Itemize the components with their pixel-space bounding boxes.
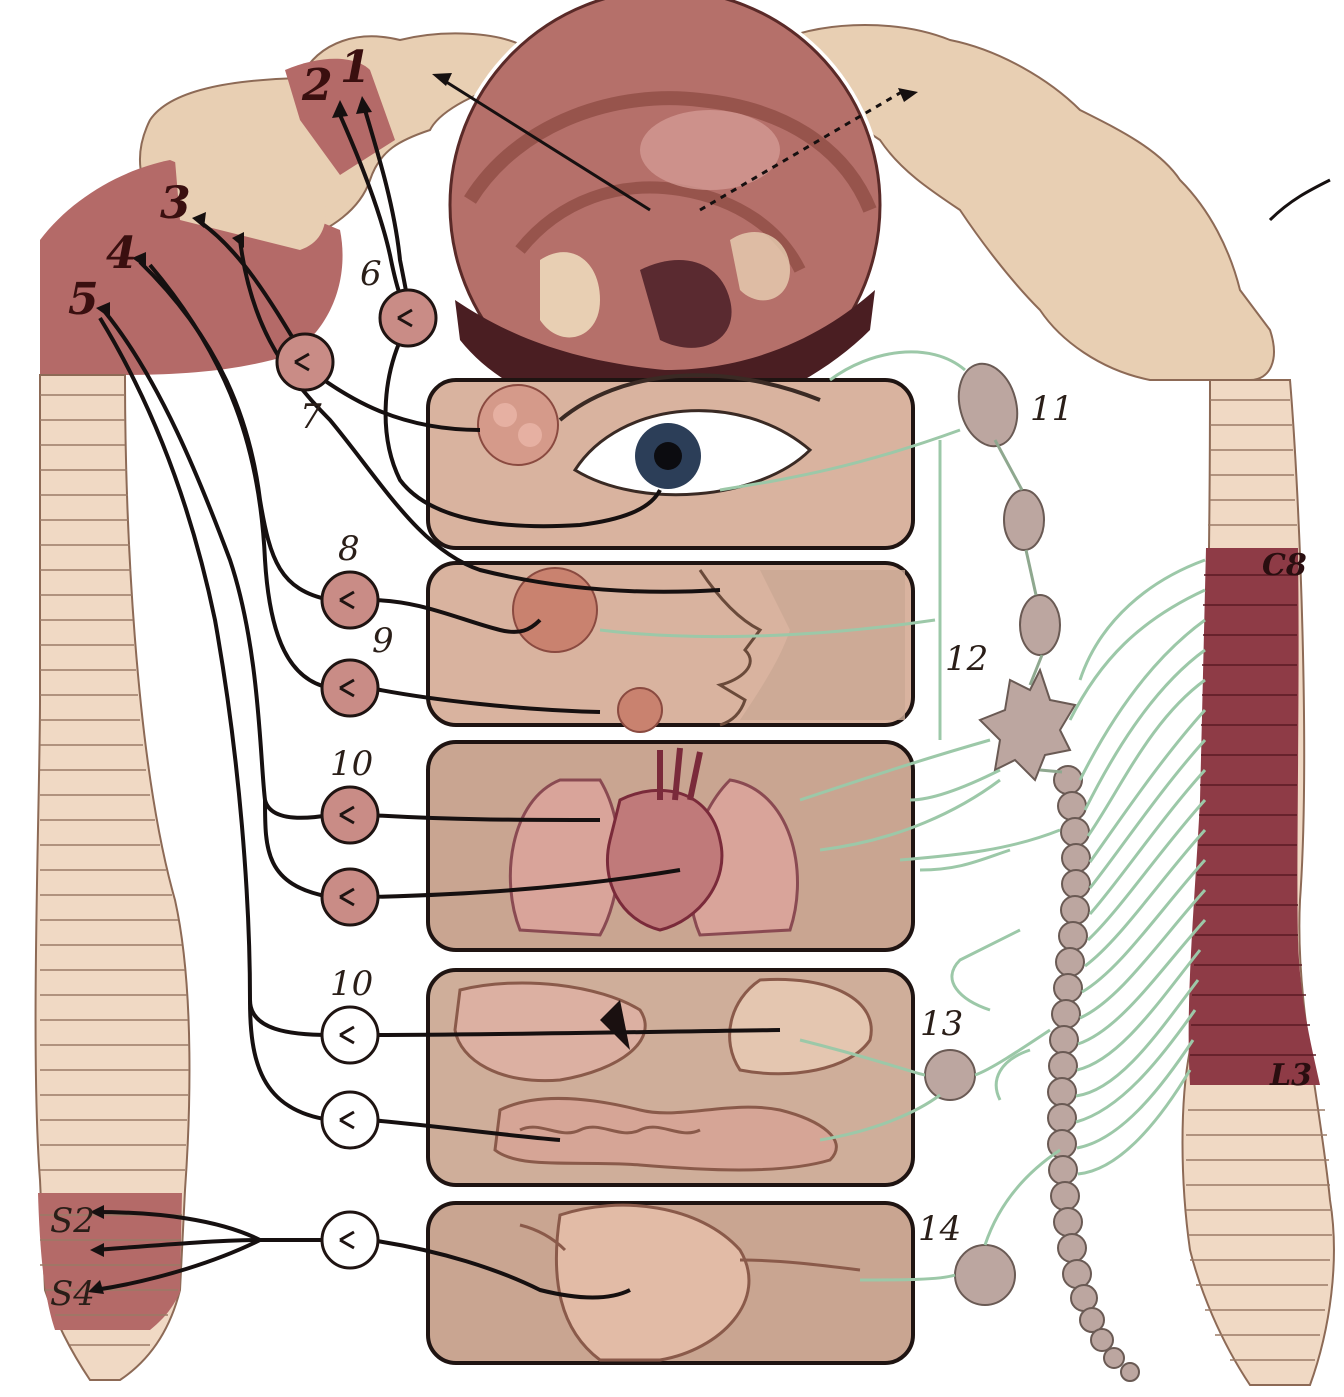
ganglion-8 <box>322 572 378 628</box>
label-4: 4 <box>106 228 137 279</box>
ganglion-13 <box>925 1050 975 1100</box>
label-5: 5 <box>68 274 99 325</box>
ganglion-11 <box>950 357 1026 453</box>
ganglion-chain-2 <box>1020 595 1060 655</box>
ganglion-10-digestive-lower <box>322 1092 378 1148</box>
label-13: 13 <box>920 1004 963 1044</box>
ganglion-10-heart-lower <box>322 869 378 925</box>
label-s2: S2 <box>50 1201 95 1241</box>
label-9: 9 <box>372 621 394 661</box>
label-c8: C8 <box>1262 548 1307 583</box>
label-2: 2 <box>301 60 333 111</box>
label-10-digestive: 10 <box>330 964 373 1004</box>
ganglion-7 <box>277 334 333 390</box>
ganglion-14 <box>955 1245 1015 1305</box>
ganglion-chain-1 <box>1004 490 1044 550</box>
label-7: 7 <box>300 397 322 437</box>
label-6: 6 <box>360 254 382 294</box>
ganglion-10-heart-upper <box>322 787 378 843</box>
ganglion-10-digestive-upper <box>322 1007 378 1063</box>
ganglion-9 <box>322 660 378 716</box>
label-3: 3 <box>160 178 191 229</box>
ganglion-12-stellate <box>980 670 1075 780</box>
ganglion-bladder <box>322 1212 378 1268</box>
eye-panel <box>428 375 913 548</box>
label-14: 14 <box>918 1209 961 1249</box>
label-8: 8 <box>338 529 360 569</box>
label-12: 12 <box>945 639 988 679</box>
label-10-heart: 10 <box>330 744 373 784</box>
bladder-panel <box>428 1203 913 1363</box>
label-s4: S4 <box>50 1274 95 1314</box>
ganglion-6 <box>380 290 436 346</box>
digestive-panel <box>428 970 913 1185</box>
label-1: 1 <box>340 42 371 93</box>
label-l3: L3 <box>1269 1058 1312 1093</box>
label-11: 11 <box>1030 389 1073 429</box>
lacrimal-gland-icon <box>478 385 558 465</box>
